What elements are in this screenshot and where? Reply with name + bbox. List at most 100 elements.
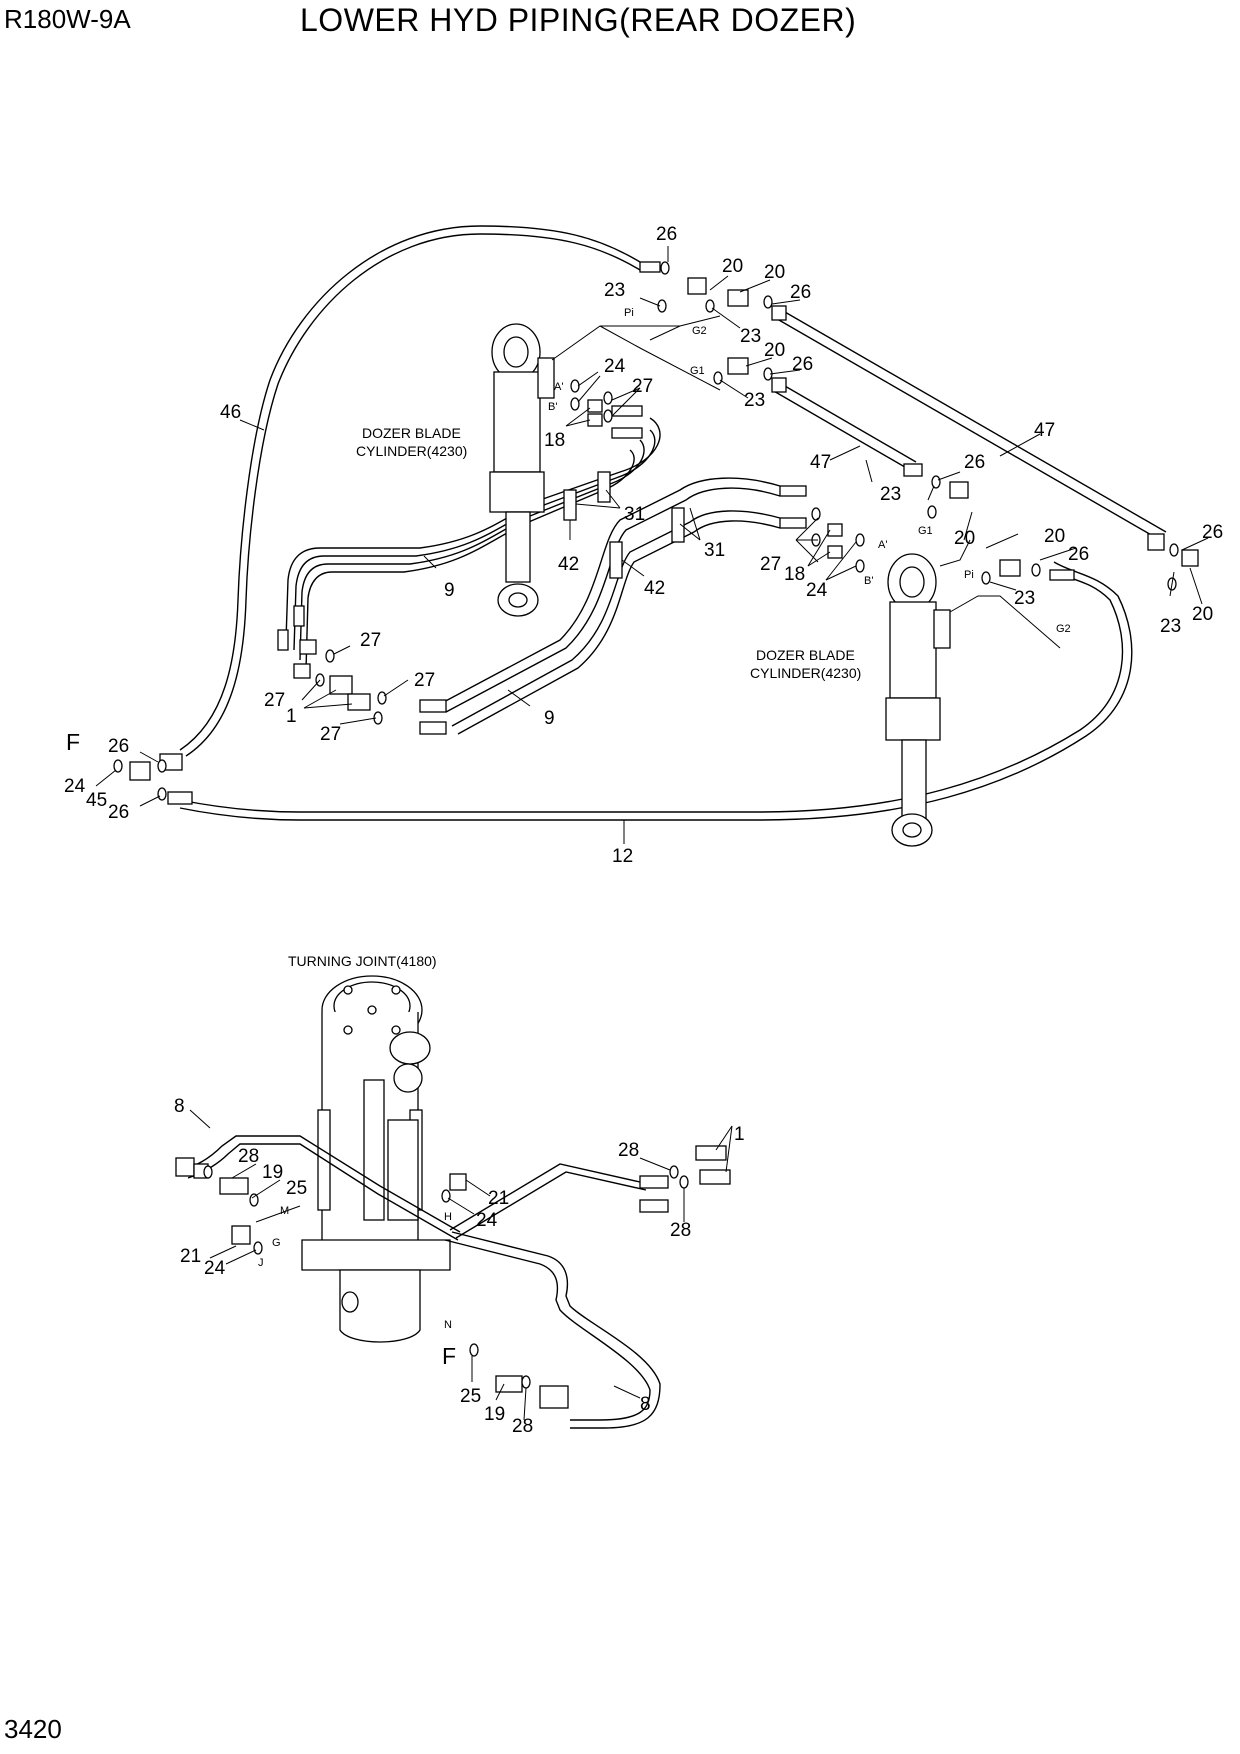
callout: 26 <box>790 282 811 303</box>
port-m: M <box>280 1205 289 1217</box>
callout: 26 <box>108 736 129 757</box>
callout: 42 <box>644 578 665 599</box>
hose-47-upper <box>771 307 1167 541</box>
callout: 27 <box>632 376 653 397</box>
port-n: N <box>444 1319 452 1331</box>
port-j: J <box>258 1257 264 1269</box>
callout: 25 <box>286 1178 307 1199</box>
hose-46 <box>179 225 641 757</box>
port-g2-top: G2 <box>692 325 707 337</box>
callout: 47 <box>1034 420 1055 441</box>
callout: 20 <box>764 262 785 283</box>
callout: 24 <box>604 356 626 377</box>
callout: 1 <box>734 1124 745 1145</box>
port-pi-top: Pi <box>624 307 634 319</box>
callout: 19 <box>262 1162 283 1183</box>
connection-mark-f-top: F <box>66 729 80 755</box>
callout: 42 <box>558 554 579 575</box>
hose-12 <box>179 561 1133 821</box>
turning-joint-caption: TURNING JOINT(4180) <box>288 953 437 969</box>
callout: 18 <box>784 564 805 585</box>
callout: 28 <box>670 1220 691 1241</box>
callout: 46 <box>220 402 241 423</box>
callout: 20 <box>764 340 785 361</box>
callout: 23 <box>880 484 901 505</box>
callout: 27 <box>360 630 381 651</box>
port-pi-right: Pi <box>964 569 974 581</box>
port-a-right: A' <box>878 539 887 551</box>
leader-lines <box>95 246 1209 1421</box>
callout: 25 <box>460 1386 481 1407</box>
callout: 24 <box>64 776 86 797</box>
callout: 26 <box>108 802 129 823</box>
pipes-9-lower <box>439 477 781 735</box>
callout: 28 <box>618 1140 639 1161</box>
port-a-left: A' <box>554 381 563 393</box>
clamps <box>277 471 685 651</box>
callout: 23 <box>604 280 625 301</box>
port-b-right: B' <box>864 575 873 587</box>
callout: 47 <box>810 452 831 473</box>
cylinder-left-caption-line2: CYLINDER(4230) <box>356 443 467 459</box>
port-h: H <box>444 1211 452 1223</box>
callout: 31 <box>624 504 645 525</box>
callout: 23 <box>744 390 765 411</box>
connection-mark-f-bottom: F <box>442 1343 456 1369</box>
callout: 31 <box>704 540 725 561</box>
callout: 9 <box>444 580 455 601</box>
hose-47-lower <box>771 381 917 471</box>
callout: 26 <box>1202 522 1223 543</box>
dozer-cylinder-left <box>489 315 721 617</box>
callout: 19 <box>484 1404 505 1425</box>
page-number: 3420 <box>4 1714 62 1744</box>
callout: 27 <box>760 554 781 575</box>
callout: 27 <box>320 724 341 745</box>
callout: 20 <box>954 528 975 549</box>
port-g1-right: G1 <box>918 525 933 537</box>
cylinder-left-caption-line1: DOZER BLADE <box>362 425 461 441</box>
callout: 45 <box>86 790 107 811</box>
callout: 12 <box>612 846 633 867</box>
callout: 26 <box>792 354 813 375</box>
callout-numbers: 26 20 20 26 23 23 24 20 26 27 23 18 46 4… <box>64 224 1223 1437</box>
callout: 28 <box>238 1146 259 1167</box>
port-b-left: B' <box>548 401 557 413</box>
callout: 21 <box>488 1188 509 1209</box>
callout: 20 <box>722 256 743 277</box>
callout: 24 <box>204 1258 226 1279</box>
callout: 23 <box>740 326 761 347</box>
callout: 18 <box>544 430 565 451</box>
callout: 9 <box>544 708 555 729</box>
fittings-top <box>129 261 1199 805</box>
callout: 26 <box>964 452 985 473</box>
callout: 20 <box>1192 604 1213 625</box>
callout: 8 <box>640 1394 651 1415</box>
callout: 26 <box>1068 544 1089 565</box>
callout: 23 <box>1014 588 1035 609</box>
port-g: G <box>272 1237 281 1249</box>
port-g2-right: G2 <box>1056 623 1071 635</box>
callout: 23 <box>1160 616 1181 637</box>
page-title: LOWER HYD PIPING(REAR DOZER) <box>300 2 857 38</box>
callout: 27 <box>414 670 435 691</box>
port-g1-top: G1 <box>690 365 705 377</box>
callout: 20 <box>1044 526 1065 547</box>
callout: 24 <box>476 1210 498 1231</box>
fittings-turning-joint <box>175 1145 731 1409</box>
callout: 26 <box>656 224 677 245</box>
callout: 8 <box>174 1096 185 1117</box>
turning-joint <box>301 975 451 1343</box>
callout: 21 <box>180 1246 201 1267</box>
callout: 1 <box>286 706 297 727</box>
model-code: R180W-9A <box>4 4 131 34</box>
pipes-9-upper <box>285 417 661 671</box>
callout: 24 <box>806 580 828 601</box>
callout: 27 <box>264 690 285 711</box>
o-rings <box>113 261 1179 801</box>
cylinder-right-caption-line2: CYLINDER(4230) <box>750 665 861 681</box>
cylinder-right-caption-line1: DOZER BLADE <box>756 647 855 663</box>
callout: 28 <box>512 1416 533 1437</box>
dozer-cylinder-right <box>885 539 1061 847</box>
